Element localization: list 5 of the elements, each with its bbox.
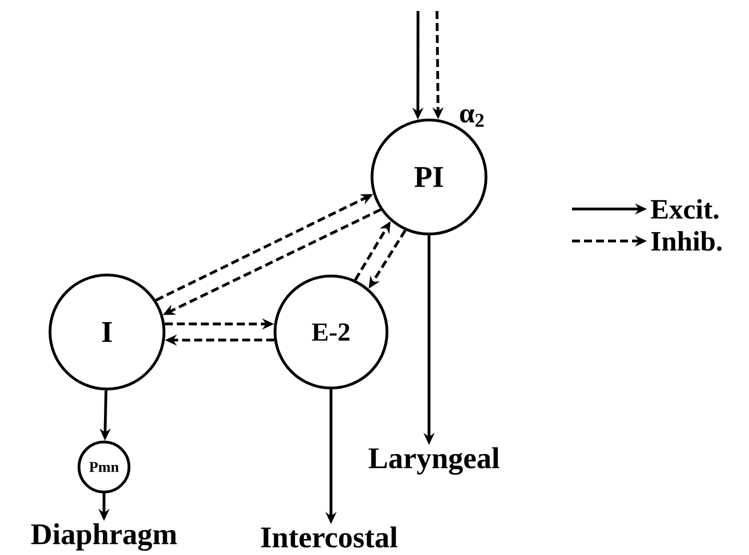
output-label: Intercostal <box>261 526 398 548</box>
output-label: Laryngeal <box>368 447 500 475</box>
output-label: Diaphragm <box>31 523 177 551</box>
legend-label: Excit. <box>650 199 718 219</box>
legend-label: Inhib. <box>651 231 722 251</box>
